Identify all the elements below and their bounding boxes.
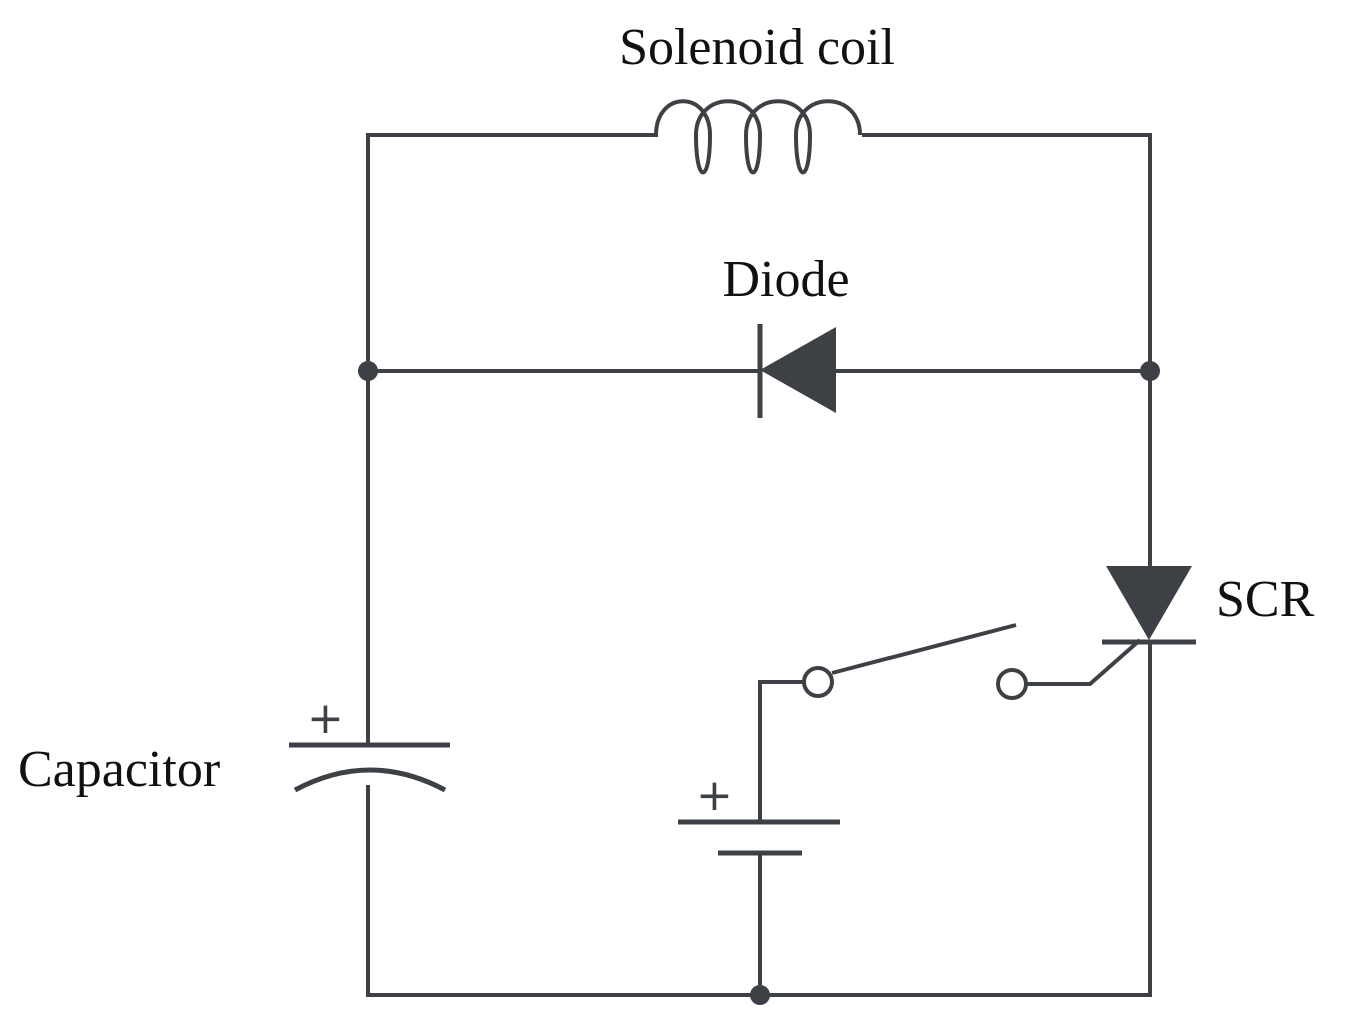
junction-dot-left bbox=[358, 361, 378, 381]
switch-icon[interactable] bbox=[802, 623, 1028, 700]
capacitor-icon bbox=[289, 742, 450, 793]
junction-dot-bottom bbox=[750, 985, 770, 1005]
diode-icon bbox=[757, 324, 836, 418]
wire-right-top bbox=[862, 133, 1152, 570]
scr-icon bbox=[1102, 566, 1196, 645]
scr-label: SCR bbox=[1216, 571, 1315, 628]
wire-left-top bbox=[366, 133, 658, 745]
solenoid-coil-icon bbox=[654, 99, 862, 175]
diode-label: Diode bbox=[722, 251, 849, 308]
solenoid-coil-label: Solenoid coil bbox=[619, 19, 895, 76]
capacitor-label: Capacitor bbox=[18, 741, 220, 798]
battery-plus-sign: + bbox=[696, 770, 733, 821]
battery-icon bbox=[678, 819, 840, 856]
capacitor-plus-sign: + bbox=[307, 693, 344, 744]
wire-battery-to-switch bbox=[758, 680, 804, 822]
wire-switch-to-gate bbox=[1026, 638, 1142, 686]
junction-dot-right bbox=[1140, 361, 1160, 381]
